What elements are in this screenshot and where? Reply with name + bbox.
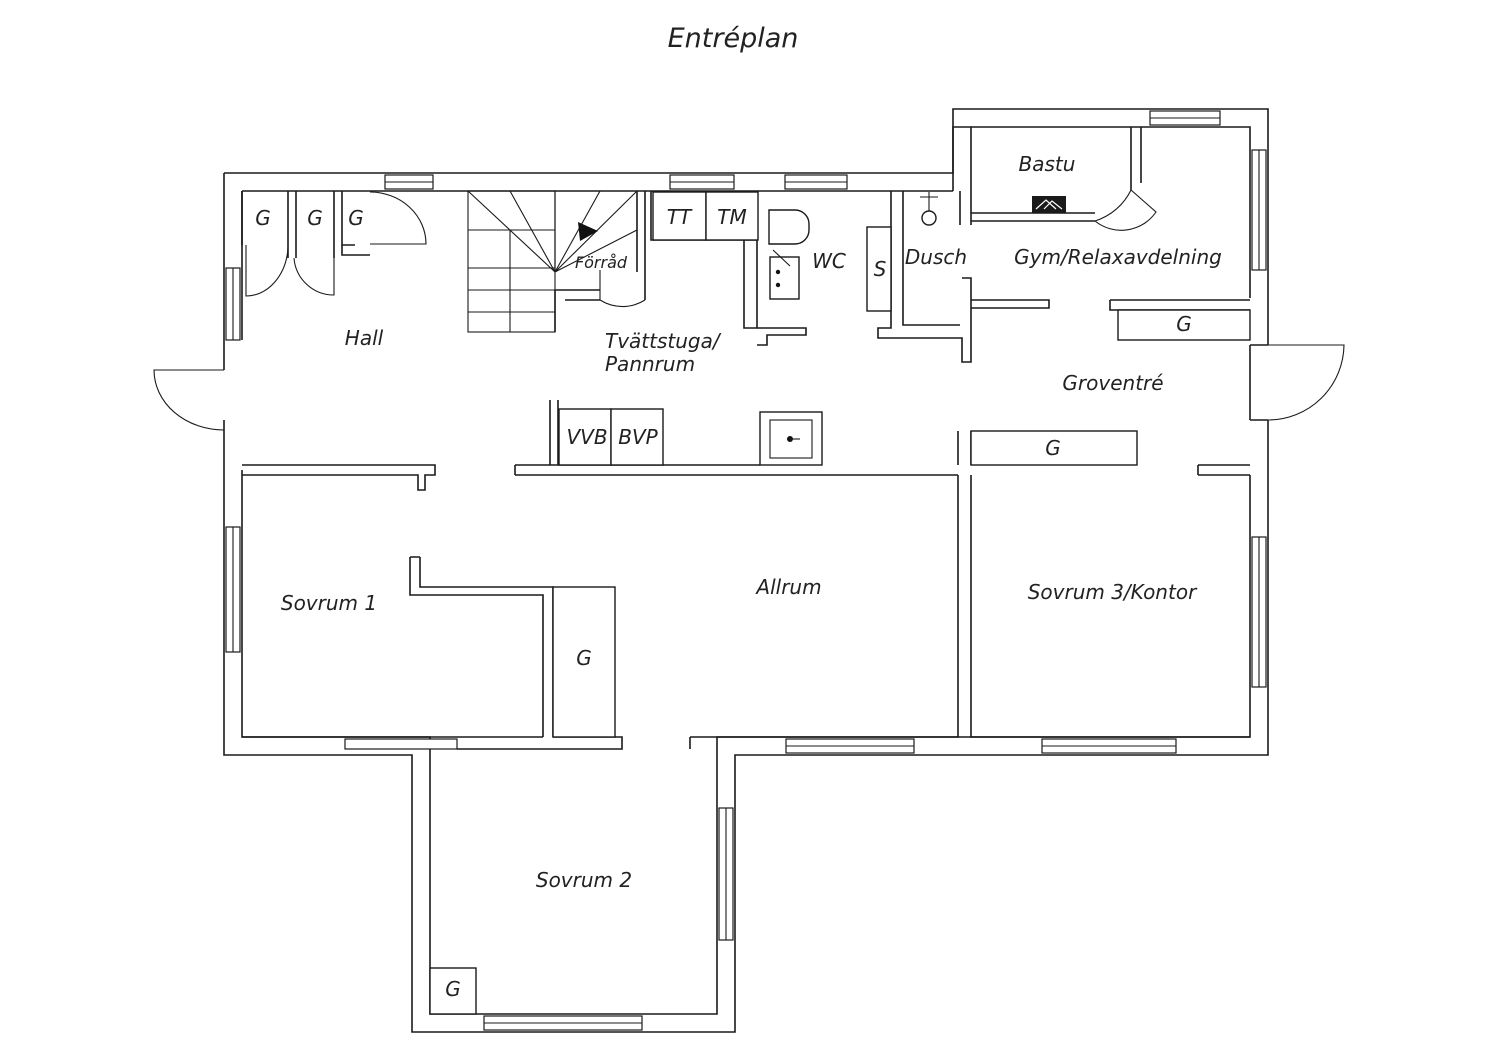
shower-icon: [921, 210, 937, 226]
shower-fixtures: [920, 192, 938, 226]
room-label-wc: WC: [812, 249, 846, 273]
wc-fixtures: S: [768, 209, 892, 312]
room-label-tvattstuga: Tvättstuga/: [605, 329, 722, 353]
room-label-sovrum-2: Sovrum 2: [536, 868, 632, 892]
tumble-dryer-label: TM: [717, 205, 746, 229]
water-heater-label: VVB: [566, 425, 607, 449]
room-label-forrad: Förråd: [575, 253, 628, 272]
wardrobe-label: G: [576, 646, 592, 670]
room-label-groventre: Groventré: [1062, 371, 1163, 395]
room-label-sovrum-3: Sovrum 3/Kontor: [1028, 580, 1198, 604]
heat-pump-label: BVP: [618, 425, 658, 449]
wardrobe-label: G: [255, 206, 271, 230]
storage-cabinets: G G G G VVB BVP: [429, 309, 1251, 1015]
room-labels: Hall Tvättstuga/ Pannrum WC Dusch Bastu …: [281, 152, 1222, 892]
sink-icon: [769, 256, 800, 300]
plan-title: Entréplan: [668, 23, 799, 54]
hall-wardrobes: G G G: [241, 191, 427, 297]
room-label-sovrum-1: Sovrum 1: [281, 591, 377, 615]
wardrobe-label: G: [307, 206, 323, 230]
windows: [225, 110, 1267, 1031]
wardrobe-label: G: [348, 206, 364, 230]
room-label-bastu: Bastu: [1019, 152, 1076, 176]
staircase: Förråd: [467, 190, 646, 333]
room-label-gym: Gym/Relaxavdelning: [1014, 245, 1222, 269]
wardrobe-label: G: [445, 977, 461, 1001]
wardrobe-label: G: [1176, 312, 1192, 336]
laundry-fixtures: TT TM: [652, 191, 759, 241]
washing-machine-label: TT: [667, 205, 693, 229]
toilet-icon: [768, 209, 810, 245]
stair-arrow-icon: [578, 222, 598, 241]
room-label-pannrum: Pannrum: [605, 352, 695, 376]
room-label-allrum: Allrum: [754, 575, 821, 599]
room-label-hall: Hall: [345, 326, 384, 350]
sauna: [1032, 189, 1157, 231]
wardrobe-label: G: [1045, 436, 1061, 460]
room-label-dusch: Dusch: [905, 245, 967, 269]
entrance-doors: [153, 344, 1345, 431]
cabinet-label: S: [874, 257, 887, 281]
